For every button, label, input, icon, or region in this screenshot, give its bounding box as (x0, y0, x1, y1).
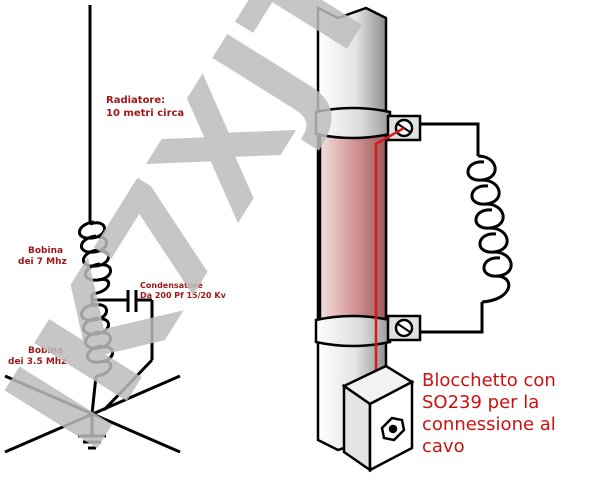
so239-box (341, 364, 415, 473)
label-radiator-1: Radiatore: (106, 95, 165, 106)
label-coil35-1: Bobina (28, 346, 63, 356)
label-coil7-2: dei 7 Mhz (18, 257, 67, 267)
label-coil7-1: Bobina (28, 246, 63, 256)
label-box-2: SO239 per la (422, 392, 539, 413)
label-cap-2: Da 200 Pf 15/20 Kv (140, 291, 227, 300)
label-radiator-2: 10 metri circa (106, 108, 184, 119)
lower-clamp (314, 314, 392, 348)
label-box-4: cavo (422, 436, 465, 457)
schematic (4, 5, 181, 454)
label-box-1: Blocchetto con (422, 370, 556, 391)
mast-assembly (314, 5, 513, 473)
label-box-3: connessione al (422, 414, 556, 435)
coil-7mhz (78, 220, 112, 296)
coil-3-5mhz (80, 302, 114, 378)
label-coil35-2: dei 3.5 Mhz (8, 357, 66, 367)
label-cap-1: Condensatore (140, 281, 203, 290)
feed-wire (374, 126, 405, 386)
loading-coil (420, 122, 513, 334)
